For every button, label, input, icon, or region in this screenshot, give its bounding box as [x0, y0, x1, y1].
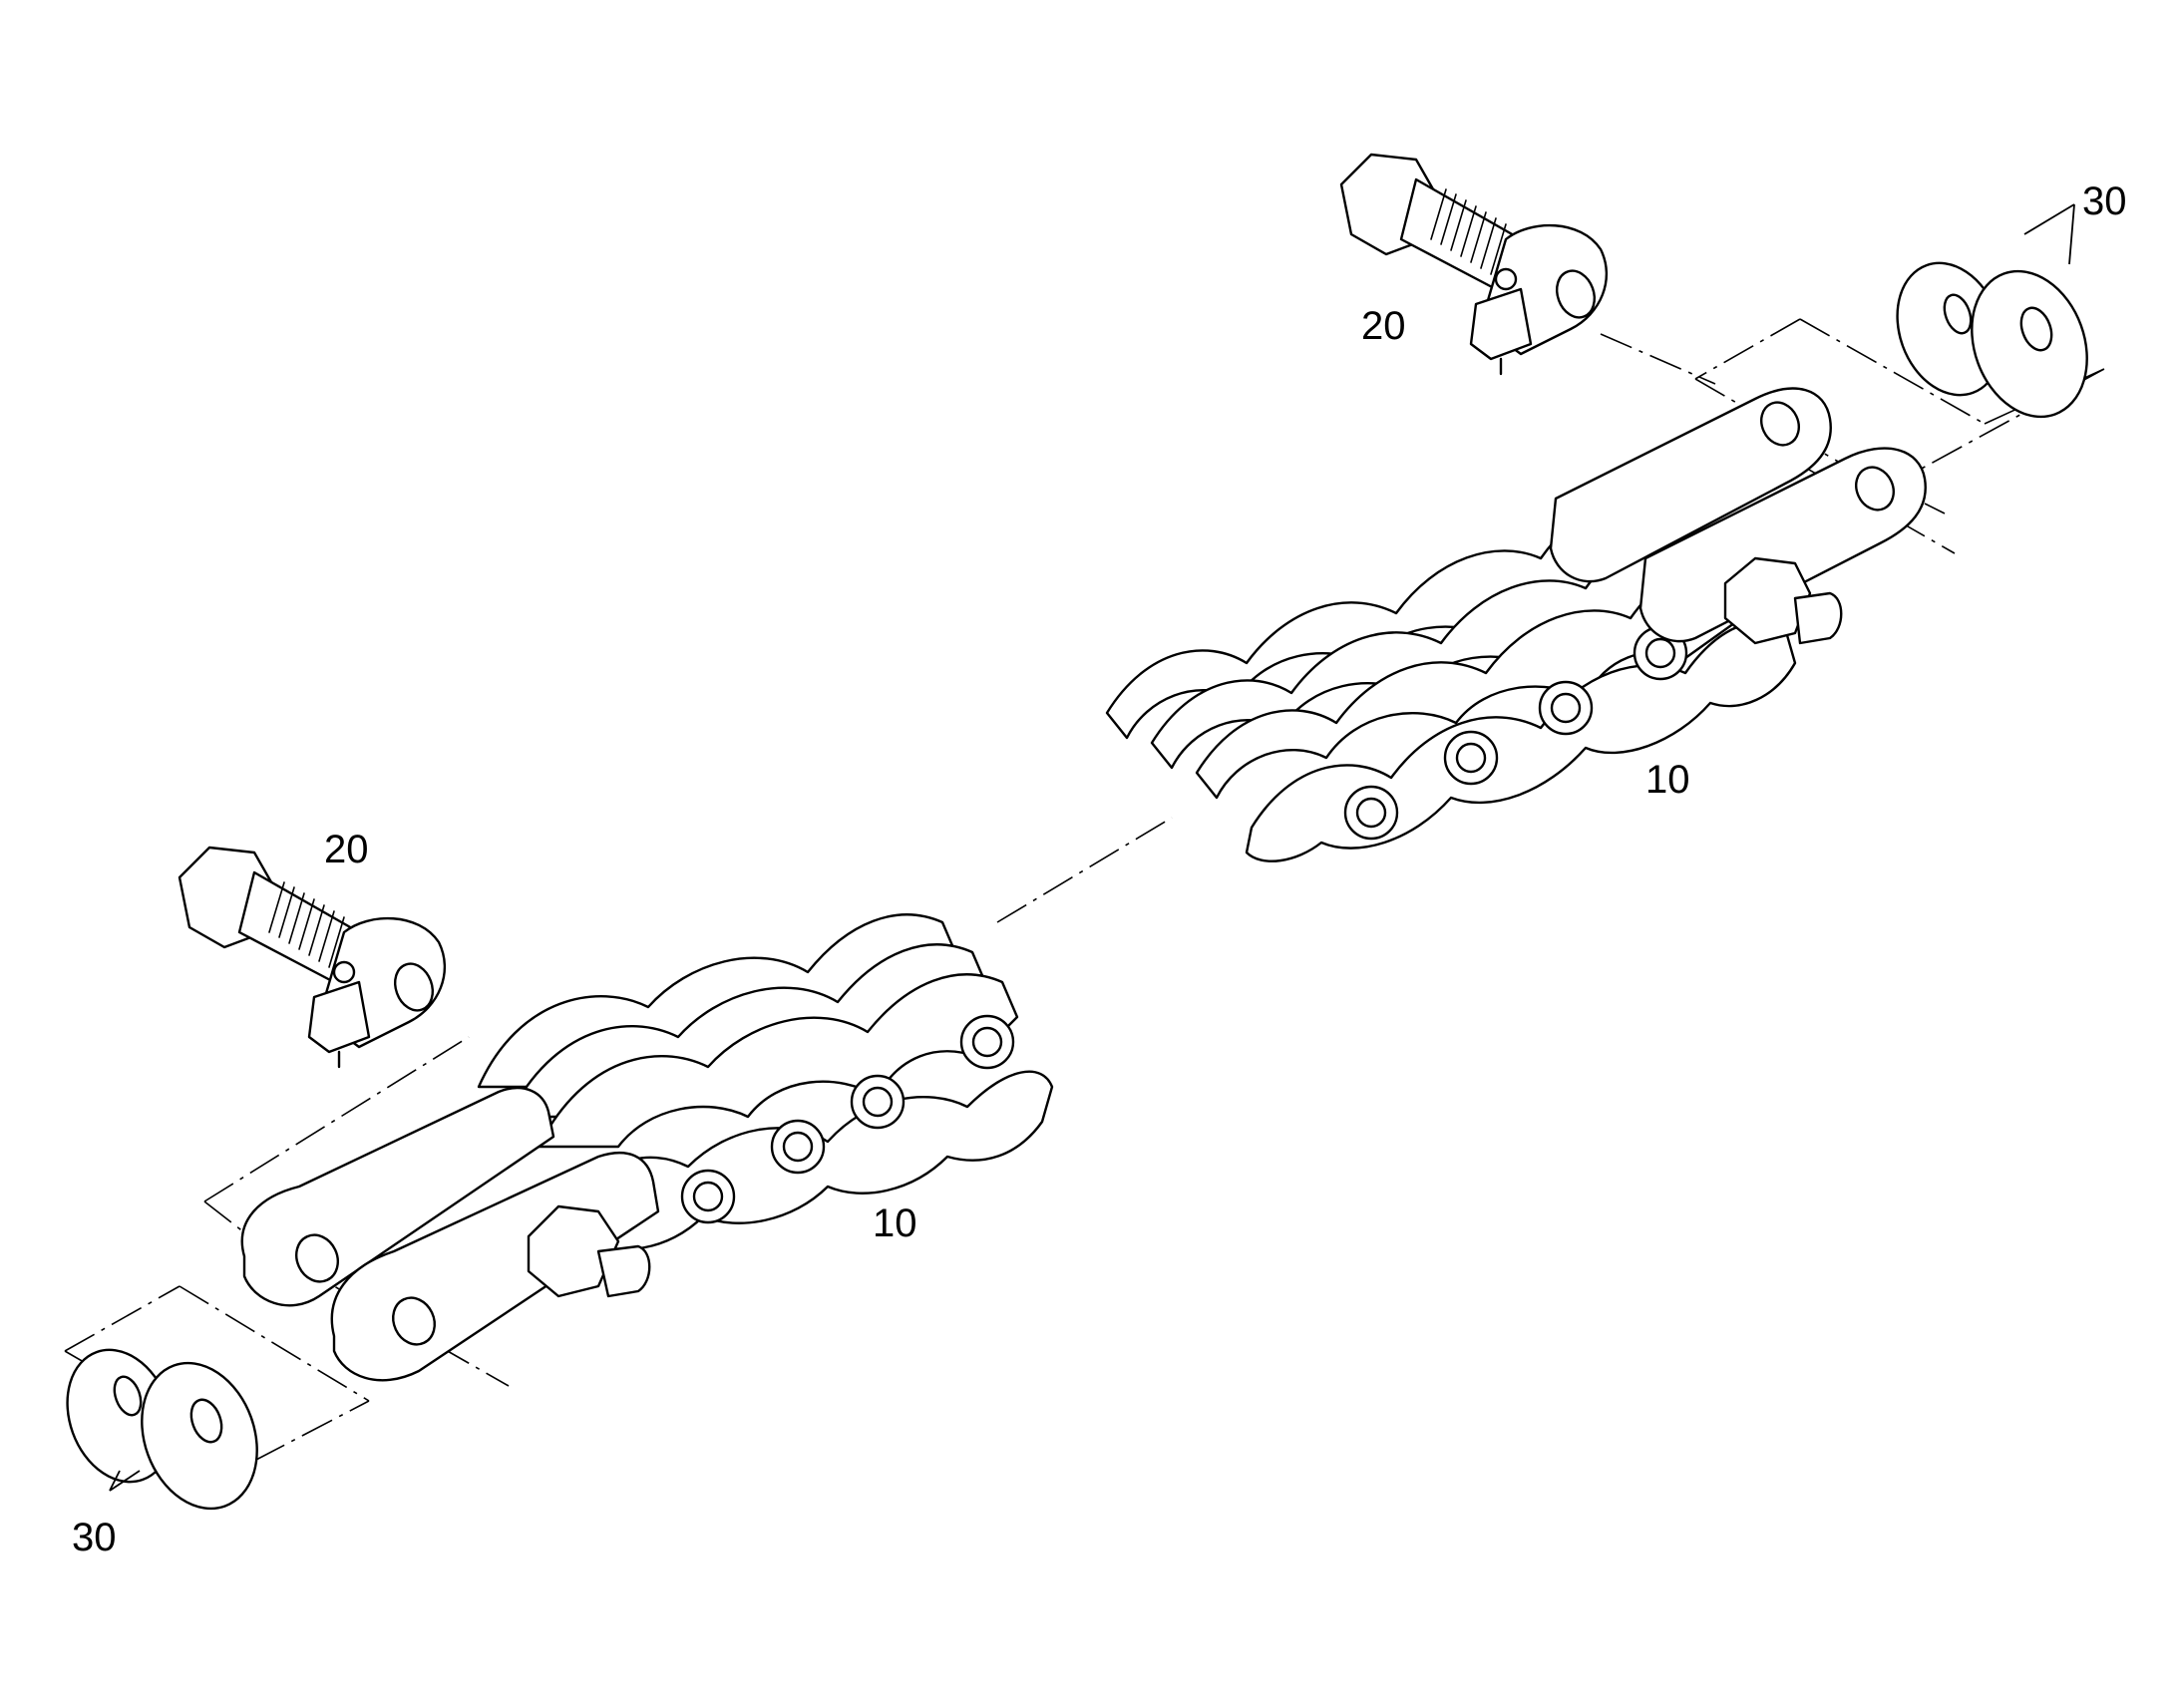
- chain-upper-end-plates: [1549, 387, 1927, 645]
- callout-chain-upper: 10: [1645, 758, 1690, 802]
- callout-labels: 20 20 10 10 30 30: [72, 179, 2127, 1559]
- bolt-thread-upper: [1430, 188, 1507, 275]
- callout-washers-lower: 30: [72, 1516, 117, 1559]
- anchor-bolt-upper: [1339, 153, 1609, 376]
- chain-lower-back-plates: [477, 913, 1019, 1149]
- chain-lower-front-plates: [556, 1014, 1054, 1251]
- chain-lower: [240, 913, 1054, 1382]
- callout-anchor-bolt-lower: 20: [324, 828, 369, 871]
- leader-lines: [109, 203, 2075, 1492]
- chain-upper-back-plates: [1105, 506, 1757, 800]
- washers-upper: [1896, 261, 2088, 419]
- callout-chain-lower: 10: [873, 1201, 917, 1245]
- chain-lower-end-plates: [240, 1086, 660, 1382]
- washers-lower: [66, 1348, 258, 1511]
- bolt-thread-lower: [268, 881, 345, 968]
- anchor-bolt-lower: [178, 846, 447, 1069]
- callout-anchor-bolt-upper: 20: [1361, 304, 1406, 348]
- callout-washers-upper: 30: [2082, 179, 2127, 223]
- chain-upper-front-plates: [1245, 620, 1797, 862]
- chain-upper: [1105, 387, 1927, 862]
